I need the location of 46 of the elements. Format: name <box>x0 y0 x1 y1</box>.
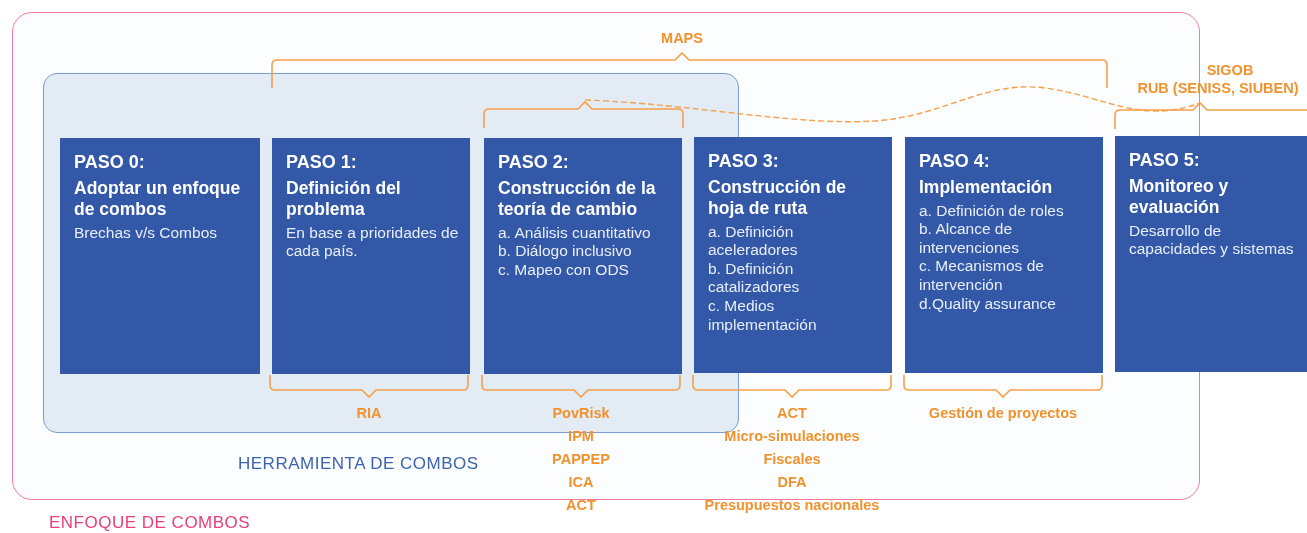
step-title: Monitoreo y evaluación <box>1129 175 1230 218</box>
tool-label: PovRisk <box>552 405 610 421</box>
tool-label: IPM <box>568 428 594 444</box>
step-description: a. Definición de roles <box>919 201 1065 221</box>
step-description: En base a prioridades de cada país. <box>286 223 460 261</box>
step-box <box>484 138 682 374</box>
step-number: PASO 2: <box>498 152 570 174</box>
step-description: d.Quality assurance <box>919 294 1057 314</box>
tool-label: Micro-simulaciones <box>724 428 860 444</box>
step-description: c. Mapeo con ODS <box>498 260 630 280</box>
step-description: c. Medios implementación <box>708 296 818 335</box>
step-title: Implementación <box>919 176 1054 198</box>
wavy-connector <box>584 86 1201 123</box>
tool-label: Fiscales <box>763 451 821 467</box>
step-number: PASO 4: <box>919 151 991 173</box>
tool-label: ICA <box>568 474 594 490</box>
step-title: Definición del problema <box>286 177 402 220</box>
step-title: Adoptar un enfoque de combos <box>74 177 242 220</box>
bracket <box>1114 101 1307 129</box>
step-description: a. Análisis cuantitativo <box>498 223 652 243</box>
tool-label: ACT <box>566 497 596 513</box>
step-description: Desarrollo de capacidades y sistemas <box>1129 221 1295 259</box>
bracket <box>483 100 684 128</box>
tool-label: PAPPEP <box>552 451 610 467</box>
tool-label: SIGOB <box>1206 62 1254 78</box>
region-title: ENFOQUE DE COMBOS <box>49 513 251 533</box>
tool-label: MAPS <box>661 30 703 46</box>
step-number: PASO 0: <box>74 152 146 174</box>
step-title: Construcción de hoja de ruta <box>708 176 848 219</box>
step-box <box>60 138 260 374</box>
tool-label: RIA <box>356 405 382 421</box>
region-title: HERRAMIENTA DE COMBOS <box>238 454 479 474</box>
step-number: PASO 3: <box>708 151 780 173</box>
step-number: PASO 5: <box>1129 150 1201 172</box>
tool-label: DFA <box>777 474 807 490</box>
tool-label: ACT <box>777 405 807 421</box>
step-title: Construcción de la teoría de cambio <box>498 177 657 220</box>
step-number: PASO 1: <box>286 152 358 174</box>
step-box <box>272 138 470 374</box>
step-box <box>1115 136 1307 372</box>
step-box <box>694 137 892 373</box>
step-description: Brechas v/s Combos <box>74 223 218 243</box>
step-box <box>905 137 1103 373</box>
tool-label: Presupuestos nacionales <box>704 497 880 513</box>
step-description: b. Diálogo inclusivo <box>498 242 633 261</box>
tool-label: Gestión de proyectos <box>928 405 1078 421</box>
